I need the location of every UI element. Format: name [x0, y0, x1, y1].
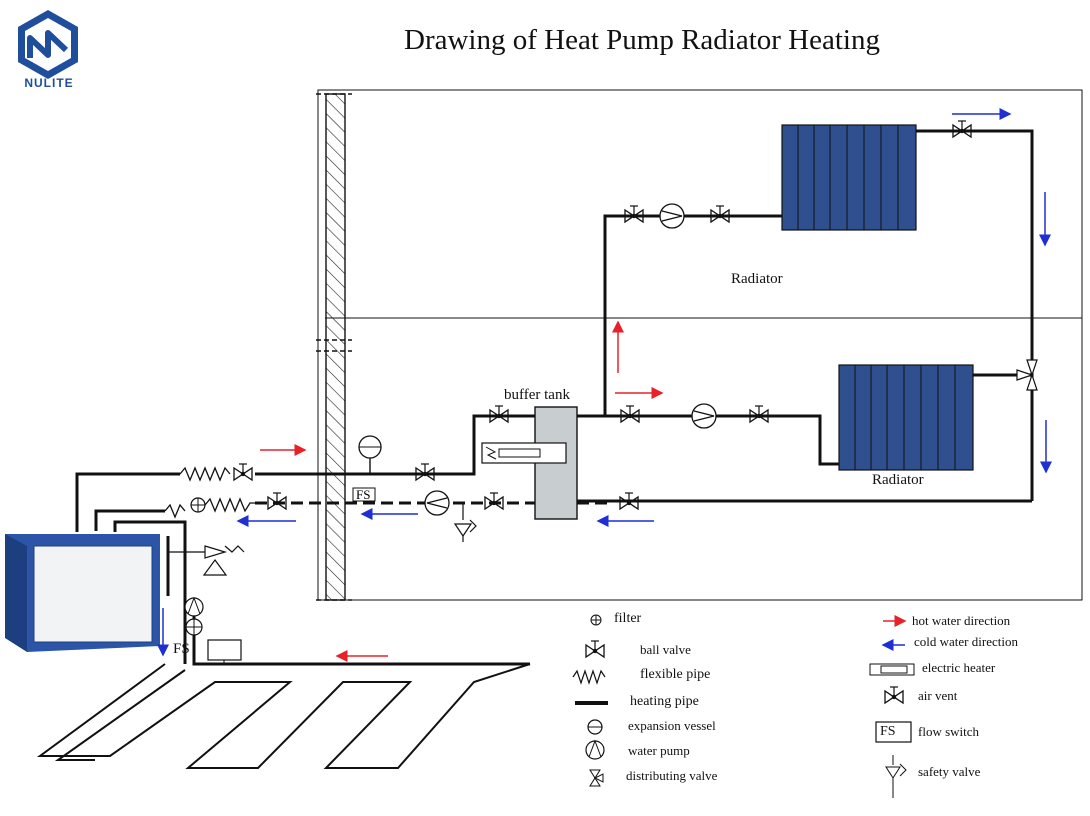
safety-valve-indoor [453, 503, 477, 542]
wall [325, 93, 346, 601]
legend-cold-water: cold water direction [914, 634, 1018, 649]
legend-flexible-pipe: flexible pipe [640, 667, 711, 682]
expansion-vessel-indoor [358, 435, 382, 474]
building-outline [317, 89, 1083, 601]
distributing-valve [1016, 359, 1038, 391]
nulite-logo [18, 10, 78, 79]
page-title: Drawing of Heat Pump Radiator Heating [404, 24, 880, 56]
outdoor-expansion-vessel [207, 639, 242, 664]
cold-water-arrows [157, 108, 1052, 657]
legend-symbols [572, 614, 915, 798]
legend-ball-valve: ball valve [640, 642, 691, 657]
radiator-upper [781, 124, 917, 231]
legend-fs-box: FS [880, 724, 896, 739]
radiator-lower [838, 364, 974, 471]
flexible-pipes [164, 466, 255, 519]
legend-expansion-vessel: expansion vessel [628, 718, 716, 733]
legend-filter: filter [614, 611, 642, 626]
legend-electric-heater: electric heater [922, 660, 996, 675]
floor-heating-loops [36, 663, 531, 769]
fs-small-label: FS [356, 487, 370, 502]
legend-hot-water: hot water direction [912, 613, 1011, 628]
flow-switch-indoor: FS [352, 487, 376, 502]
outdoor-pump [184, 596, 204, 636]
legend-safety-valve: safety valve [918, 764, 981, 779]
radiator-upper-label: Radiator [731, 271, 783, 287]
legend-heating-pipe: heating pipe [630, 694, 699, 709]
outdoor-safety-valve [168, 545, 245, 576]
buffer-tank [481, 406, 578, 520]
legend-flow-switch: flow switch [918, 724, 980, 739]
brand-name: NULITE [24, 76, 74, 90]
radiator-lower-label: Radiator [872, 472, 924, 488]
return-pipes [94, 501, 612, 531]
buffer-tank-label: buffer tank [504, 387, 570, 403]
legend-air-vent: air vent [918, 688, 958, 703]
filter-symbol [190, 497, 206, 513]
fs-main-label: FS [173, 641, 190, 657]
legend-distributing-valve: distributing valve [626, 768, 718, 783]
hot-water-arrows [260, 320, 664, 662]
heat-pump-unit [5, 534, 160, 652]
legend-water-pump: water pump [628, 743, 690, 758]
